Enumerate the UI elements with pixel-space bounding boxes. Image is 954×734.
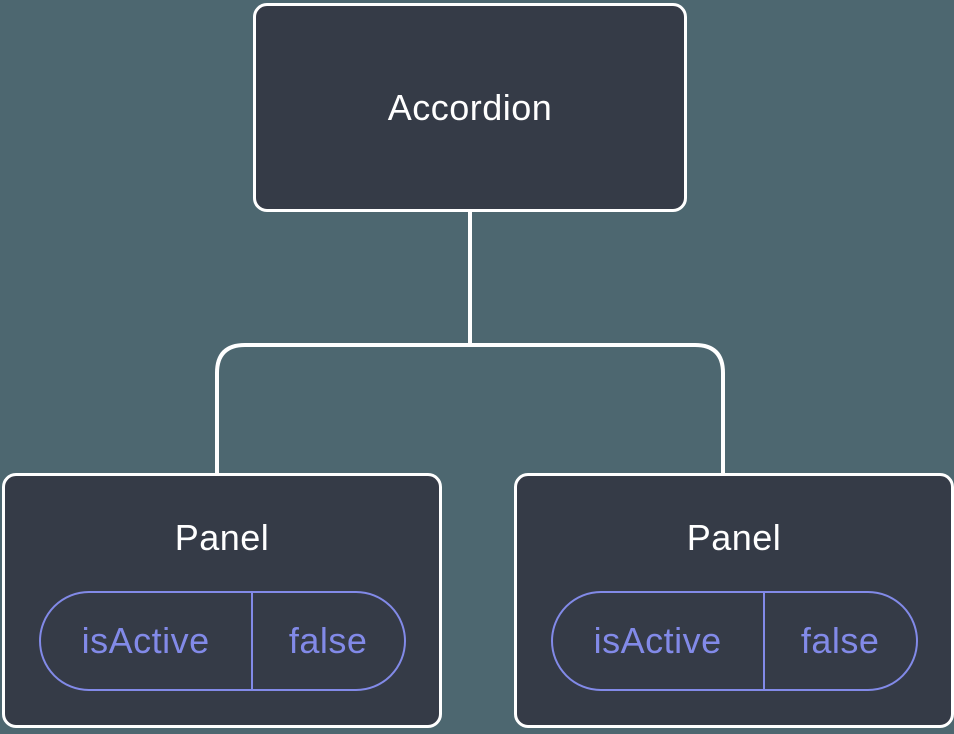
accordion-node-label: Accordion — [387, 86, 553, 128]
panel-node-label: Panel — [174, 517, 270, 558]
state-pill: isActive false — [550, 591, 918, 691]
state-pill: isActive false — [38, 591, 406, 691]
panel-node-left: Panel isActive false — [2, 473, 442, 728]
state-value: false — [288, 620, 368, 661]
connector-bracket — [215, 343, 725, 475]
state-value: false — [800, 620, 880, 661]
state-name: isActive — [41, 593, 253, 689]
panel-node-label: Panel — [686, 517, 782, 558]
panel-node-right: Panel isActive false — [514, 473, 954, 728]
accordion-node: Accordion — [253, 3, 687, 212]
state-name: isActive — [553, 593, 765, 689]
